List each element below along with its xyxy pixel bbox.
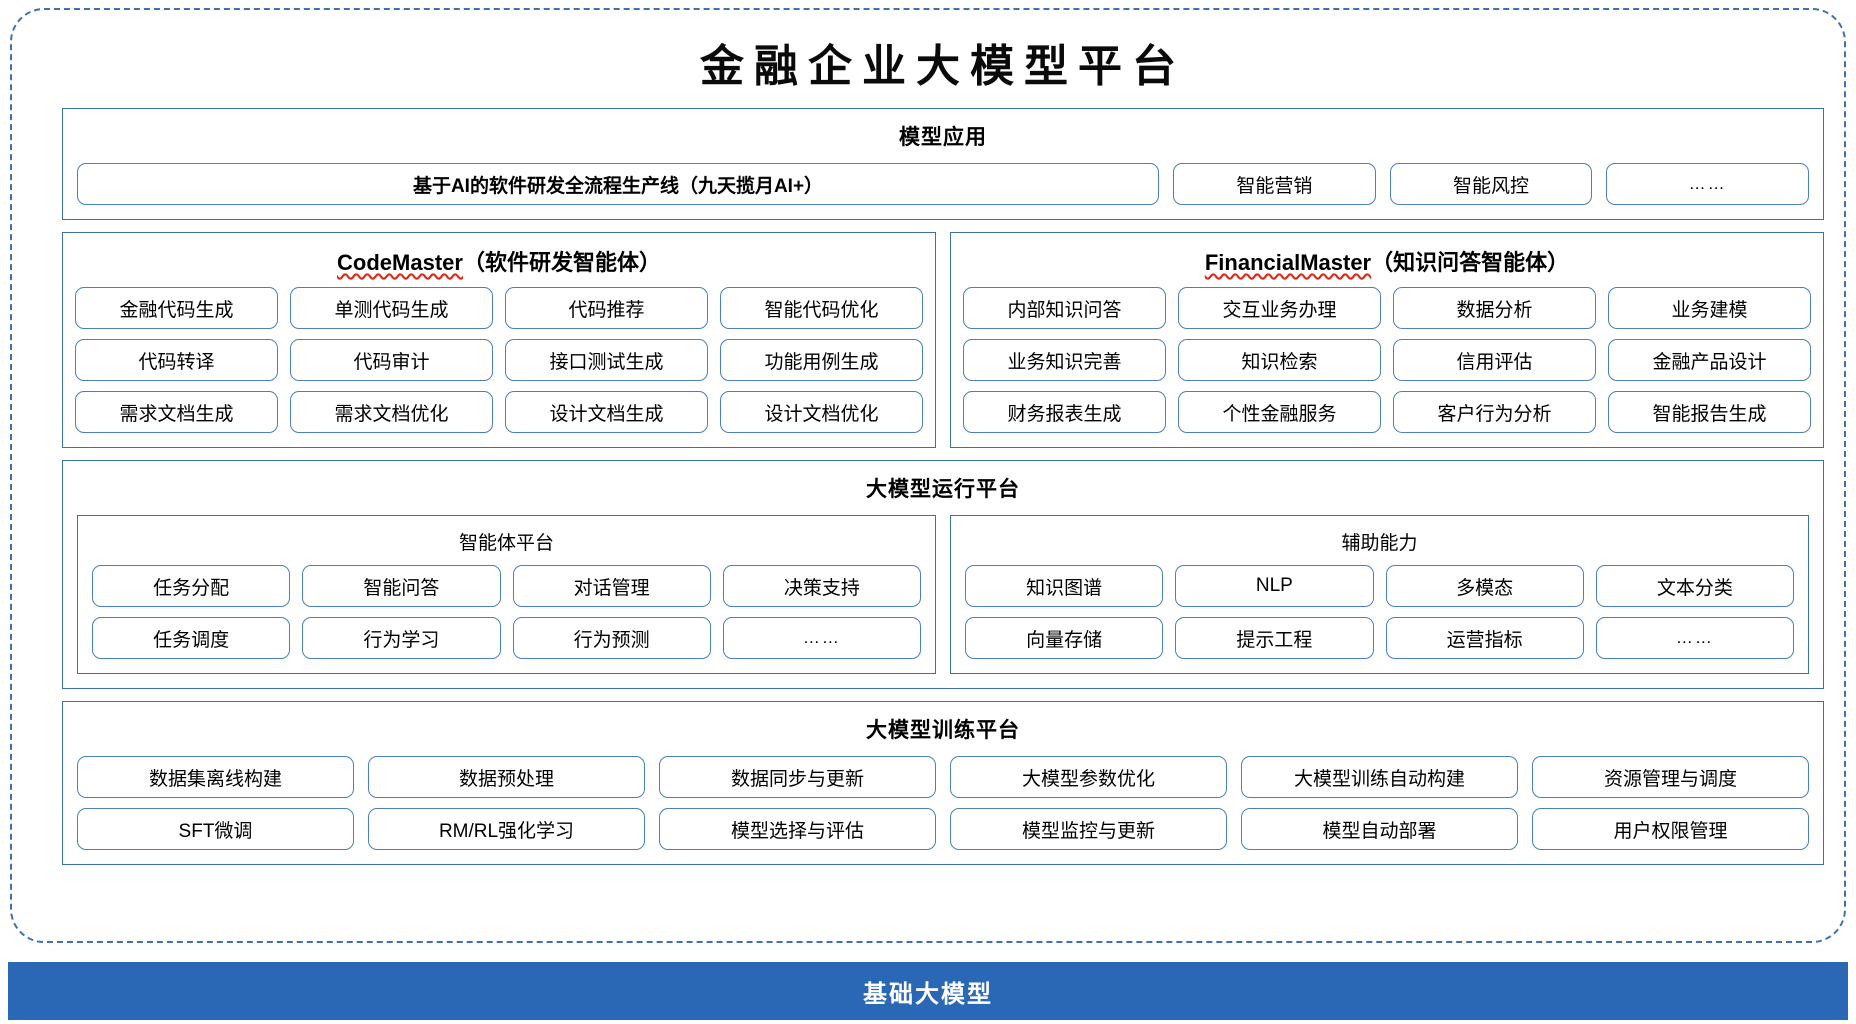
runtime-pill[interactable]: 文本分类 [1595,565,1794,607]
section-training-platform: 大模型训练平台 数据集离线构建 数据预处理 数据同步与更新 大模型参数优化 大模… [62,701,1824,865]
app-primary-pill[interactable]: 基于AI的软件研发全流程生产线（九天揽月AI+） [77,163,1159,205]
subtitle-support-capability: 辅助能力 [1341,533,1418,554]
training-pill[interactable]: 资源管理与调度 [1532,756,1809,798]
capability-pill[interactable]: 财务报表生成 [963,391,1166,433]
agent-name-financialmaster: FinancialMaster [1204,250,1372,275]
capability-pill[interactable]: 设计文档生成 [505,391,708,433]
section-title-model-application: 模型应用 [899,126,987,149]
runtime-pill[interactable]: 行为预测 [512,617,711,659]
capability-pill[interactable]: 代码推荐 [505,287,708,329]
capability-pill[interactable]: 需求文档生成 [75,391,278,433]
capability-pill[interactable]: 内部知识问答 [963,287,1166,329]
model-application-row: 基于AI的软件研发全流程生产线（九天揽月AI+） 智能营销 智能风控 …… [77,163,1810,205]
agent-suffix-financialmaster: （知识问答智能体） [1371,250,1570,275]
agent-platform-grid: 任务分配 智能问答 对话管理 决策支持 任务调度 行为学习 行为预测 …… [92,565,921,659]
base-model-bar: 基础大模型 [8,962,1848,1020]
training-pill[interactable]: 数据预处理 [368,756,645,798]
capability-pill[interactable]: 客户行为分析 [1393,391,1596,433]
agent-title-codemaster: CodeMaster（软件研发智能体） [75,245,923,277]
agent-panels: CodeMaster（软件研发智能体） 金融代码生成 单测代码生成 代码推荐 智… [62,232,1824,448]
capability-pill[interactable]: 数据分析 [1393,287,1596,329]
capability-pill[interactable]: 金融代码生成 [75,287,278,329]
capability-pill[interactable]: 代码转译 [75,339,278,381]
agent-panel-financialmaster: FinancialMaster（知识问答智能体） 内部知识问答 交互业务办理 数… [950,232,1824,448]
capability-pill[interactable]: 智能代码优化 [720,287,923,329]
runtime-column-support-capability: 辅助能力 知识图谱 NLP 多模态 文本分类 向量存储 提示工程 运营指标 …… [950,515,1809,674]
section-title-training-platform: 大模型训练平台 [866,719,1020,742]
training-pill[interactable]: 数据同步与更新 [659,756,936,798]
training-pill[interactable]: 模型监控与更新 [950,808,1227,850]
runtime-column-agent-platform: 智能体平台 任务分配 智能问答 对话管理 决策支持 任务调度 行为学习 行为预测… [77,515,936,674]
training-pill[interactable]: 用户权限管理 [1532,808,1809,850]
runtime-pill[interactable]: 任务分配 [92,565,291,607]
capability-pill[interactable]: 功能用例生成 [720,339,923,381]
capability-pill[interactable]: 业务知识完善 [963,339,1166,381]
agent-panel-codemaster: CodeMaster（软件研发智能体） 金融代码生成 单测代码生成 代码推荐 智… [62,232,936,448]
runtime-pill[interactable]: 知识图谱 [965,565,1164,607]
training-pill[interactable]: SFT微调 [77,808,354,850]
codemaster-capability-grid: 金融代码生成 单测代码生成 代码推荐 智能代码优化 代码转译 代码审计 接口测试… [75,287,923,433]
support-capability-grid: 知识图谱 NLP 多模态 文本分类 向量存储 提示工程 运营指标 …… [965,565,1794,659]
runtime-pill[interactable]: 提示工程 [1175,617,1374,659]
runtime-pill[interactable]: 向量存储 [965,617,1164,659]
agent-suffix-codemaster: （软件研发智能体） [462,250,661,275]
capability-pill[interactable]: 信用评估 [1393,339,1596,381]
capability-pill[interactable]: 知识检索 [1178,339,1381,381]
runtime-pill[interactable]: 多模态 [1385,565,1584,607]
capability-pill[interactable]: 需求文档优化 [290,391,493,433]
training-pill[interactable]: 大模型训练自动构建 [1241,756,1518,798]
page-title: 金融企业大模型平台 [700,41,1186,92]
training-pill[interactable]: 数据集离线构建 [77,756,354,798]
section-title-runtime-platform: 大模型运行平台 [866,478,1020,501]
runtime-pill[interactable]: 任务调度 [92,617,291,659]
runtime-pill[interactable]: 运营指标 [1385,617,1584,659]
agent-title-financialmaster: FinancialMaster（知识问答智能体） [963,245,1811,277]
runtime-columns: 智能体平台 任务分配 智能问答 对话管理 决策支持 任务调度 行为学习 行为预测… [77,515,1809,674]
agent-name-codemaster: CodeMaster [337,250,463,275]
training-pill[interactable]: 模型选择与评估 [659,808,936,850]
runtime-pill-more[interactable]: …… [1595,617,1794,659]
financialmaster-capability-grid: 内部知识问答 交互业务办理 数据分析 业务建模 业务知识完善 知识检索 信用评估… [963,287,1811,433]
capability-pill[interactable]: 代码审计 [290,339,493,381]
capability-pill[interactable]: 个性金融服务 [1178,391,1381,433]
training-pill[interactable]: 模型自动部署 [1241,808,1518,850]
training-pill[interactable]: 大模型参数优化 [950,756,1227,798]
outer-dashed-frame [10,8,1846,943]
runtime-pill-more[interactable]: …… [722,617,921,659]
training-platform-grid: 数据集离线构建 数据预处理 数据同步与更新 大模型参数优化 大模型训练自动构建 … [77,756,1809,850]
runtime-pill[interactable]: NLP [1175,565,1374,607]
runtime-pill[interactable]: 智能问答 [302,565,501,607]
section-model-application: 模型应用 基于AI的软件研发全流程生产线（九天揽月AI+） 智能营销 智能风控 … [62,108,1824,220]
capability-pill[interactable]: 单测代码生成 [290,287,493,329]
training-pill[interactable]: RM/RL强化学习 [368,808,645,850]
app-pill-more[interactable]: …… [1606,163,1810,205]
capability-pill[interactable]: 交互业务办理 [1178,287,1381,329]
subtitle-agent-platform: 智能体平台 [458,533,554,554]
capability-pill[interactable]: 接口测试生成 [505,339,708,381]
runtime-pill[interactable]: 行为学习 [302,617,501,659]
base-model-label: 基础大模型 [863,980,993,1008]
capability-pill[interactable]: 智能报告生成 [1608,391,1811,433]
runtime-pill[interactable]: 决策支持 [722,565,921,607]
section-runtime-platform: 大模型运行平台 智能体平台 任务分配 智能问答 对话管理 决策支持 任务调度 行… [62,460,1824,689]
capability-pill[interactable]: 设计文档优化 [720,391,923,433]
diagram-content: 金融企业大模型平台 模型应用 基于AI的软件研发全流程生产线（九天揽月AI+） … [62,8,1824,877]
capability-pill[interactable]: 业务建模 [1608,287,1811,329]
runtime-pill[interactable]: 对话管理 [512,565,711,607]
app-pill-marketing[interactable]: 智能营销 [1173,163,1376,205]
capability-pill[interactable]: 金融产品设计 [1608,339,1811,381]
app-pill-risk-control[interactable]: 智能风控 [1389,163,1593,205]
